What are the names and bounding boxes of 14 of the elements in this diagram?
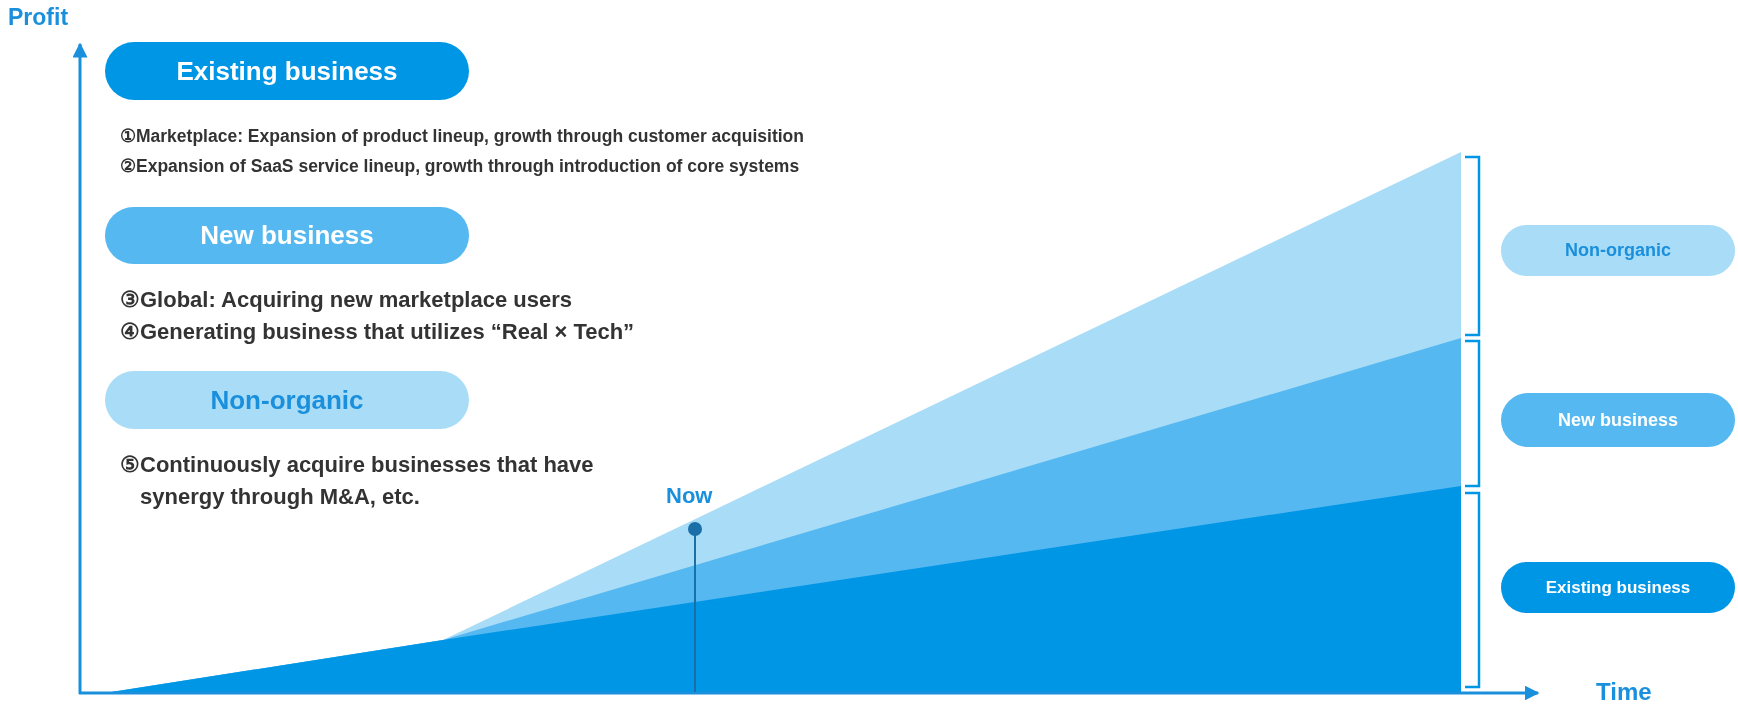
description-text: ③Global: Acquiring new marketplace users xyxy=(120,286,573,314)
description-text: ④Generating business that utilizes “Real × Tech” xyxy=(120,318,636,346)
category-pill: Existing business xyxy=(105,42,469,100)
segment-label-pill: Non-organic xyxy=(1501,225,1735,276)
description-text: ②Expansion of SaaS service lineup, growth through introduction of core systems xyxy=(120,155,801,178)
segment-label-pill: Existing business xyxy=(1501,562,1735,613)
axis-label: Time xyxy=(1596,678,1652,706)
category-pill: New business xyxy=(105,207,469,264)
description-text: ⑤Continuously acquire businesses that have synergy through M&A, etc. xyxy=(120,451,595,511)
category-pill: Non-organic xyxy=(105,371,469,429)
description-text: ①Marketplace: Expansion of product lineup, growth through customer acquisition xyxy=(120,125,805,148)
segment-label-pill: New business xyxy=(1501,393,1735,447)
marker-label: Now xyxy=(666,483,713,509)
axis-label: Profit xyxy=(8,4,69,31)
